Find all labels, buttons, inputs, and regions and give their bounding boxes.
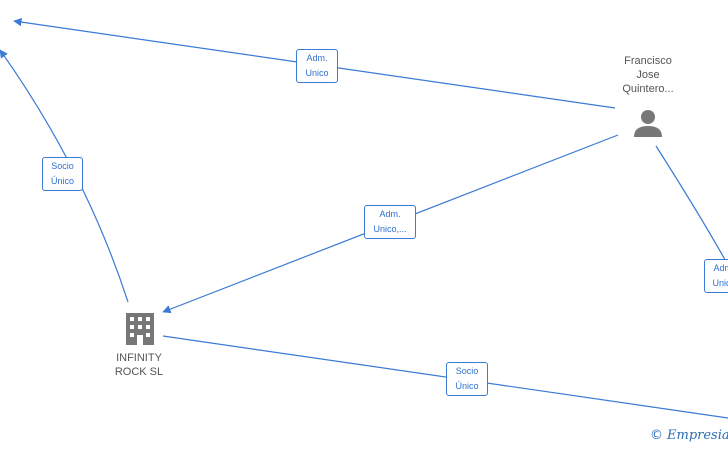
brand-name: Empresia (667, 428, 728, 443)
brand-watermark: © Empresia (650, 428, 728, 443)
edge-label-middle: Adm. Unico,... (364, 205, 416, 239)
edge-company-to-offscreen-bottom (162, 335, 728, 419)
edge-label-top: Adm. Unico (296, 49, 338, 83)
edge-person-to-offscreen-right (655, 145, 728, 266)
edge-label-bottom: Socio Único (446, 362, 488, 396)
company-name-label[interactable]: INFINITY ROCK SL (114, 352, 164, 378)
person-name-label[interactable]: Francisco Jose Quintero... (622, 55, 674, 95)
copyright-icon: © (650, 428, 663, 443)
edge-label-left: Socio Único (42, 157, 83, 191)
edge-label-right: Adm. Unico (704, 259, 728, 293)
person-icon[interactable] (634, 110, 662, 137)
building-icon[interactable] (126, 313, 154, 345)
